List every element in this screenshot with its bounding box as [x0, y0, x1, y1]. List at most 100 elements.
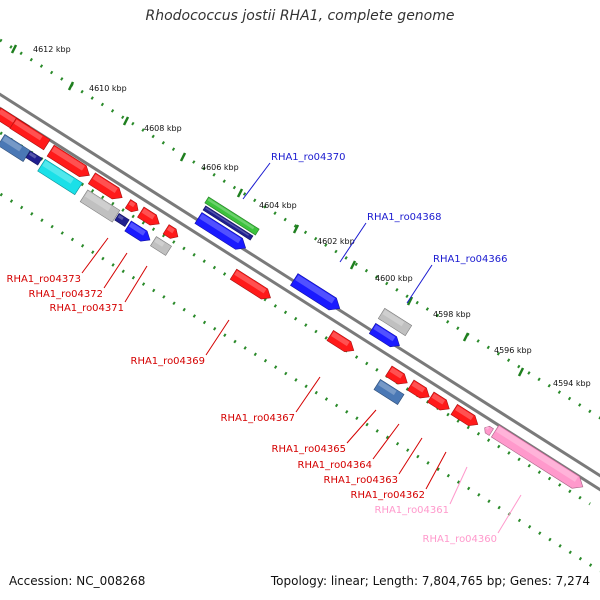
gene-label[interactable]: RHA1_ro04369: [131, 356, 206, 367]
gene-feature-highlight: [166, 225, 175, 234]
gene-feature[interactable]: [46, 144, 93, 181]
scale-tick-mark: [406, 296, 414, 306]
gene-feature-highlight: [411, 381, 426, 393]
label-leader-line: [124, 265, 148, 303]
scale-tick-label: 4608 kbp: [144, 124, 182, 133]
label-leader-line: [346, 409, 377, 444]
scale-tick-mark: [462, 332, 470, 342]
gene-feature-highlight: [128, 222, 146, 236]
gene-label[interactable]: RHA1_ro04362: [351, 490, 426, 501]
gene-feature-highlight: [51, 146, 85, 171]
gene-feature-highlight: [485, 425, 490, 430]
gene-label[interactable]: RHA1_ro04360: [423, 534, 498, 545]
label-leader-line: [205, 319, 230, 356]
gene-feature-highlight: [207, 198, 255, 230]
label-leader-line: [398, 437, 423, 475]
gene-feature[interactable]: [9, 117, 51, 151]
label-leader-line: [497, 494, 522, 534]
scale-tick-mark: [67, 81, 75, 91]
scale-tick-label: 4606 kbp: [201, 163, 239, 172]
scale-tick-label: 4600 kbp: [375, 274, 413, 283]
gene-feature[interactable]: [25, 150, 43, 166]
gene-feature-highlight: [13, 119, 43, 141]
label-leaders: [81, 162, 522, 534]
gene-feature[interactable]: [204, 196, 260, 236]
gene-label[interactable]: RHA1_ro04363: [324, 475, 399, 486]
label-leader-line: [103, 252, 128, 289]
gene-feature-highlight: [92, 174, 118, 193]
gene-feature-highlight: [431, 393, 446, 405]
scale-tick-mark: [236, 188, 244, 198]
dotted-scale-line: [0, 192, 600, 573]
gene-feature[interactable]: [290, 273, 343, 315]
gene-feature[interactable]: [124, 199, 140, 215]
gene-feature[interactable]: [37, 158, 83, 196]
gene-feature[interactable]: [326, 330, 357, 355]
gene-feature-highlight: [378, 380, 397, 396]
gene-feature[interactable]: [202, 205, 254, 241]
gene-feature[interactable]: [137, 206, 162, 229]
scale-tick-mark: [517, 367, 525, 377]
gene-feature[interactable]: [229, 268, 274, 303]
gene-label[interactable]: RHA1_ro04371: [50, 303, 125, 314]
gene-label[interactable]: RHA1_ro04365: [272, 444, 347, 455]
gene-feature-highlight: [382, 309, 405, 327]
gene-feature-highlight: [373, 324, 396, 342]
gene-feature[interactable]: [427, 391, 452, 414]
gene-feature-highlight: [199, 213, 242, 244]
gene-feature-highlight: [295, 274, 336, 304]
scale-tick-label: 4602 kbp: [317, 237, 355, 246]
scale-tick-label: 4594 kbp: [553, 379, 591, 388]
gene-feature-highlight: [84, 191, 112, 212]
label-leader-line: [81, 237, 109, 274]
label-leader-line: [372, 423, 400, 460]
gene-feature[interactable]: [373, 379, 405, 405]
gene-labels: RHA1_ro04370RHA1_ro04368RHA1_ro04366RHA1…: [7, 152, 508, 545]
gene-label[interactable]: RHA1_ro04367: [221, 413, 296, 424]
gene-feature-highlight: [117, 214, 124, 221]
gene-feature[interactable]: [79, 189, 121, 223]
map-title: Rhodococcus jostii RHA1, complete genome: [145, 8, 455, 24]
accession-text: Accession: NC_008268: [9, 574, 146, 588]
gene-feature-highlight: [389, 367, 404, 379]
gene-feature[interactable]: [194, 212, 249, 253]
label-leader-line: [406, 264, 433, 304]
scale-tick-label: 4596 kbp: [494, 346, 532, 355]
gene-feature[interactable]: [377, 307, 413, 337]
gene-feature[interactable]: [0, 134, 31, 162]
gene-label[interactable]: RHA1_ro04370: [271, 152, 346, 163]
gene-features: [0, 107, 586, 493]
gene-feature-highlight: [128, 200, 136, 208]
gene-label[interactable]: RHA1_ro04361: [375, 505, 450, 516]
gene-feature-body: [484, 425, 494, 436]
gene-feature[interactable]: [124, 220, 153, 245]
gene-feature[interactable]: [482, 424, 494, 436]
scale-tick-mark: [122, 116, 130, 126]
gene-feature[interactable]: [450, 404, 481, 429]
gene-feature[interactable]: [162, 224, 181, 242]
gene-label[interactable]: RHA1_ro04372: [29, 289, 104, 300]
scale-tick-label: 4598 kbp: [433, 310, 471, 319]
gene-feature-highlight: [495, 426, 579, 482]
gene-label[interactable]: RHA1_ro04364: [298, 460, 373, 471]
gene-label[interactable]: RHA1_ro04373: [7, 274, 82, 285]
scale-tick-mark: [179, 152, 187, 162]
gene-feature[interactable]: [368, 322, 402, 350]
gene-label[interactable]: RHA1_ro04366: [433, 254, 508, 265]
label-leader-line: [295, 376, 321, 413]
gene-label[interactable]: RHA1_ro04368: [367, 212, 442, 223]
gene-feature-highlight: [455, 405, 474, 421]
gene-feature[interactable]: [385, 365, 410, 388]
gene-feature[interactable]: [114, 212, 130, 228]
label-leader-line: [425, 451, 447, 490]
gene-feature[interactable]: [490, 424, 586, 493]
gene-feature[interactable]: [150, 236, 172, 256]
dotted-scale-line: [0, 38, 600, 420]
gene-feature-highlight: [331, 331, 350, 347]
scale-tick-label: 4612 kbp: [33, 45, 71, 54]
scale-tick-mark: [349, 260, 357, 270]
gene-feature[interactable]: [407, 379, 432, 402]
gene-feature[interactable]: [87, 172, 125, 203]
